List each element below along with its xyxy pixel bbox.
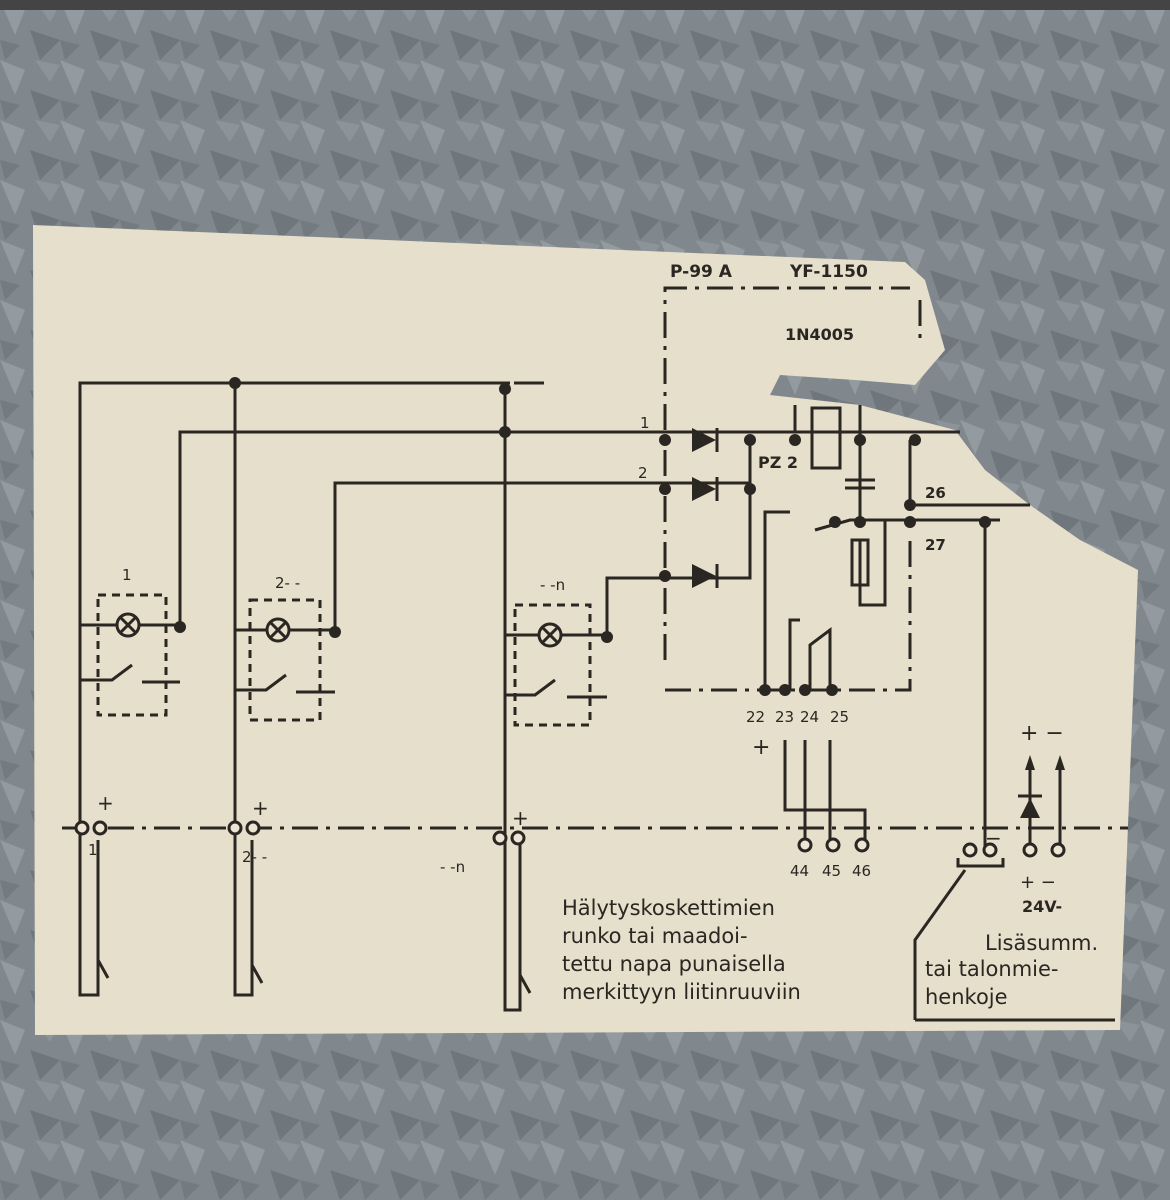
- terminal-24: 24: [800, 708, 819, 726]
- zone-3-detector: [505, 603, 607, 727]
- diagram-header: P-99 A YF-1150 1N4005 PZ 2: [670, 262, 868, 472]
- zone-2-terminal-label: 2- -: [242, 848, 267, 866]
- terminal-23: 23: [775, 708, 794, 726]
- zone-3-lamp-label: - -n: [540, 576, 565, 594]
- note-text: Hälytyskoskettimien runko tai maadoi- te…: [562, 896, 801, 1004]
- terminal-22: 22: [746, 708, 765, 726]
- aux-supply: + − − + − 24V- Lisäsumm. tai talonmie- h…: [925, 721, 1098, 1009]
- paper-label: [33, 225, 1138, 1035]
- zone-2-lamp-label: 2- -: [275, 574, 300, 592]
- terminal-46: 46: [852, 862, 871, 880]
- zone-3-plus: +: [512, 806, 529, 830]
- top-edge: [0, 0, 1170, 10]
- terminal-26: 26: [925, 484, 946, 502]
- aux-line-3: henkoje: [925, 985, 1008, 1009]
- zone-1-plus: +: [97, 791, 114, 815]
- terminal-25: 25: [830, 708, 849, 726]
- wires: [62, 381, 1128, 1022]
- terminals: [74, 820, 1066, 868]
- labels: 1 2 26 27 22 23 24 25 + 44 45 46 1 2- - …: [88, 414, 946, 880]
- zone-3-terminal-label: - -n: [440, 858, 465, 876]
- diodes: [692, 428, 1065, 850]
- part-number: YF-1150: [789, 262, 868, 282]
- zone-1-detector: [80, 593, 180, 717]
- aux-voltage: 24V-: [1022, 897, 1062, 916]
- module-boundary: [663, 286, 910, 660]
- module-boundary-bottom: [665, 540, 912, 692]
- terminal-27: 27: [925, 536, 946, 554]
- alarm-contacts: [78, 840, 532, 1012]
- junctions: [174, 377, 991, 696]
- note-line-4: merkittyyn liitinruuviin: [562, 980, 801, 1004]
- aux-minus: −: [985, 826, 1002, 850]
- terminal-45: 45: [822, 862, 841, 880]
- input-1-label: 1: [640, 414, 650, 432]
- note-line-2: runko tai maadoi-: [562, 924, 748, 948]
- aux-line-1: Lisäsumm.: [985, 931, 1098, 955]
- terminal-44: 44: [790, 862, 809, 880]
- zone-2-plus: +: [252, 796, 269, 820]
- relay-label: PZ 2: [758, 453, 798, 472]
- zone-2-detector: [235, 598, 335, 722]
- zone-1-lamp-label: 1: [122, 566, 132, 584]
- model-label: P-99 A: [670, 262, 733, 282]
- note-line-1: Hälytyskoskettimien: [562, 896, 775, 920]
- note-line-3: tettu napa punaisella: [562, 952, 786, 976]
- diode-type: 1N4005: [785, 325, 854, 344]
- aux-polarity-bottom: + −: [1020, 872, 1056, 893]
- plus-sign: +: [752, 735, 770, 760]
- zone-1-terminal-label: 1: [88, 841, 98, 859]
- aux-line-2: tai talonmie-: [925, 957, 1059, 981]
- input-2-label: 2: [638, 464, 648, 482]
- aux-polarity-top: + −: [1020, 721, 1064, 746]
